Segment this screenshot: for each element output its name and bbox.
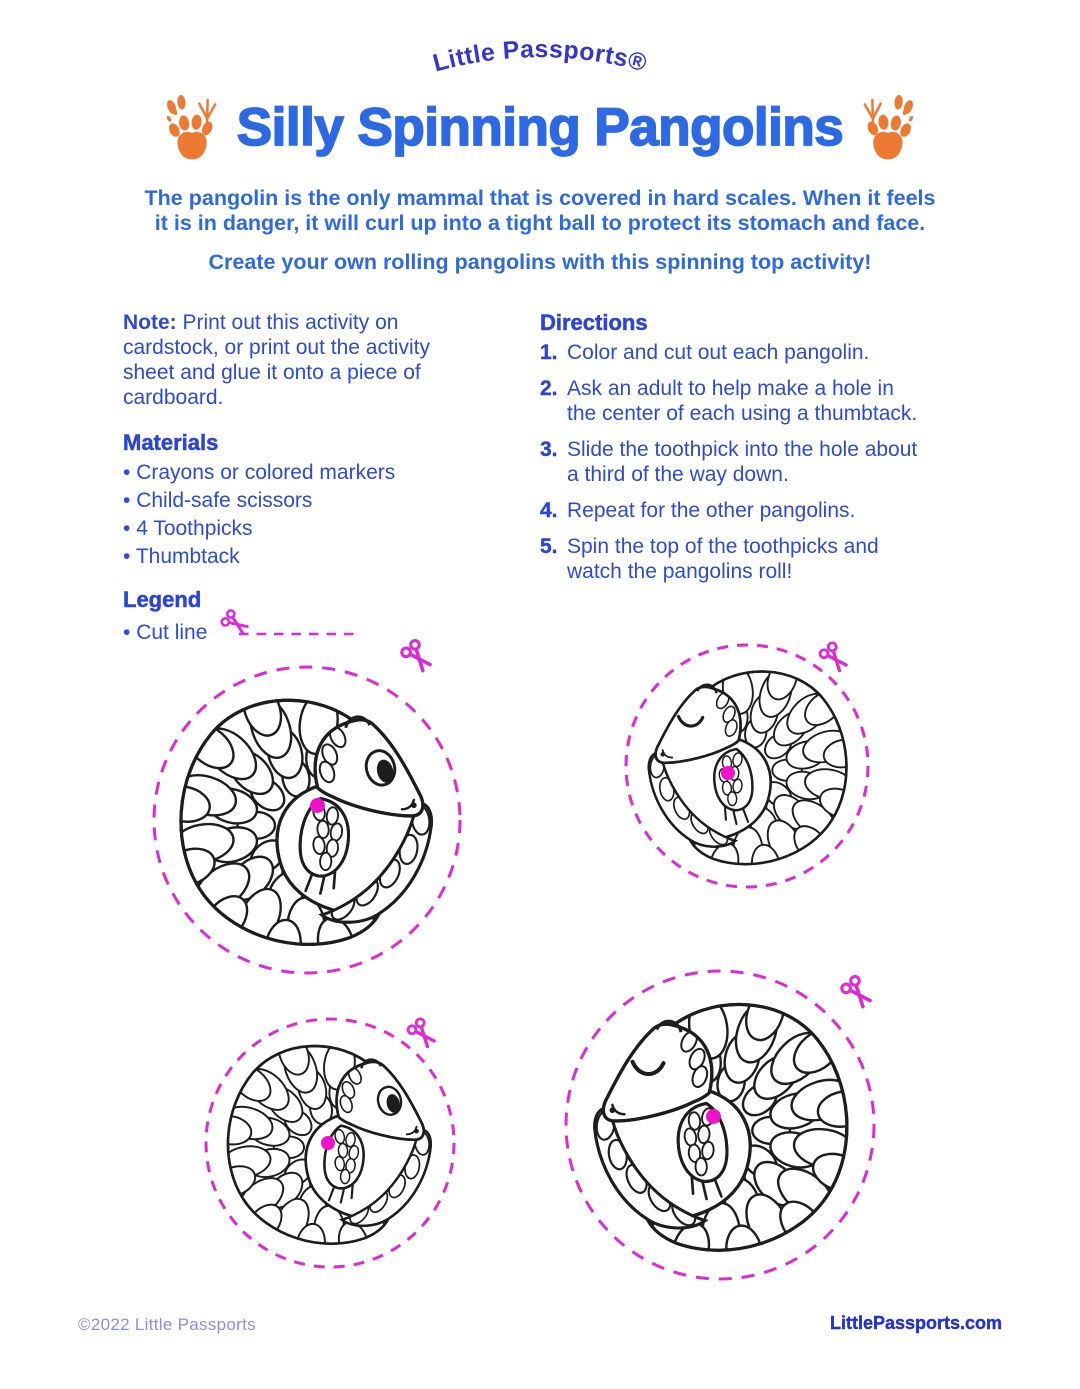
thumbtack-dot [706,1109,721,1124]
animal-tracks-right [855,92,919,163]
logo-text: Little Passports® [430,36,649,77]
thumbtack-dot [721,766,735,780]
activity-subtitle: Create your own rolling pangolins with t… [208,250,872,274]
intro-paragraph: The pangolin is the only mammal that is … [0,186,1080,236]
website-link[interactable]: LittlePassports.com [829,1313,1002,1333]
pangolin-illustration [179,698,433,946]
cut-circle [152,665,462,975]
thumbtack-dot [310,798,325,813]
step-number: 1. [540,341,558,364]
page-title: Silly Spinning Pangolins [236,97,845,158]
step-number: 4. [540,499,558,522]
note-paragraph: Note: Print out this activity on cardsto… [123,310,475,410]
pangolin-illustration [226,1044,432,1245]
step-number: 3. [540,438,558,461]
note-label: Note: [123,311,177,334]
step-text: Slide the toothpick into the hole about … [567,438,918,486]
pangolin-illustration [647,670,848,866]
directions: Directions 1. Color and cut out each pan… [540,310,948,595]
cut-circle [204,1017,456,1269]
step-text: Repeat for the other pangolins. [567,499,856,522]
step-number: 5. [540,535,558,558]
pangolin-cutout-4 [562,967,878,1283]
intro-line-1: The pangolin is the only mammal that is … [144,186,936,210]
direction-step: 1. Color and cut out each pangolin. [540,340,948,365]
materials-list: Crayons or colored markers Child-safe sc… [123,460,475,569]
direction-step: 2. Ask an adult to help make a hole in t… [540,376,948,426]
step-text: Ask an adult to help make a hole in the … [567,377,918,425]
pangolin-cutout-1 [150,663,464,977]
material-item: Thumbtack [123,544,475,569]
pangolin-cutout-2 [622,641,872,891]
pangolin-illustration [593,1002,849,1252]
direction-step: 4. Repeat for the other pangolins. [540,498,948,523]
title-row: Silly Spinning Pangolins [0,92,1080,163]
animal-tracks-left [161,92,225,163]
left-column: Note: Print out this activity on cardsto… [123,310,475,647]
directions-list: 1. Color and cut out each pangolin. 2. A… [540,340,948,584]
cut-circle [564,969,876,1281]
step-text: Color and cut out each pangolin. [567,341,870,364]
cut-line-label: Cut line [123,620,207,645]
direction-step: 3. Slide the toothpick into the hole abo… [540,437,948,487]
pangolin-cutout-3 [202,1015,458,1271]
legend-heading: Legend [123,587,202,613]
materials-heading: Materials [123,430,219,456]
note-text: Print out this activity on cardstock, or… [123,311,430,409]
step-number: 2. [540,377,558,400]
material-item: Child-safe scissors [123,488,475,513]
cut-circle [624,643,870,889]
material-item: Crayons or colored markers [123,460,475,485]
intro-line-2: it is in danger, it will curl up into a … [154,211,926,235]
directions-heading: Directions [540,310,648,336]
direction-step: 5. Spin the top of the toothpicks and wa… [540,534,948,584]
material-item: 4 Toothpicks [123,516,475,541]
thumbtack-dot [321,1136,335,1150]
svg-text:Little Passports®: Little Passports® [430,36,650,77]
cut-line-legend-row: Cut line [123,617,475,647]
brand-logo: Little Passports® [0,22,1080,101]
cut-line-sample [239,632,362,636]
legend: Legend Cut line [123,587,475,647]
copyright-text: ©2022 Little Passports [78,1315,256,1334]
step-text: Spin the top of the toothpicks and watch… [567,535,879,583]
